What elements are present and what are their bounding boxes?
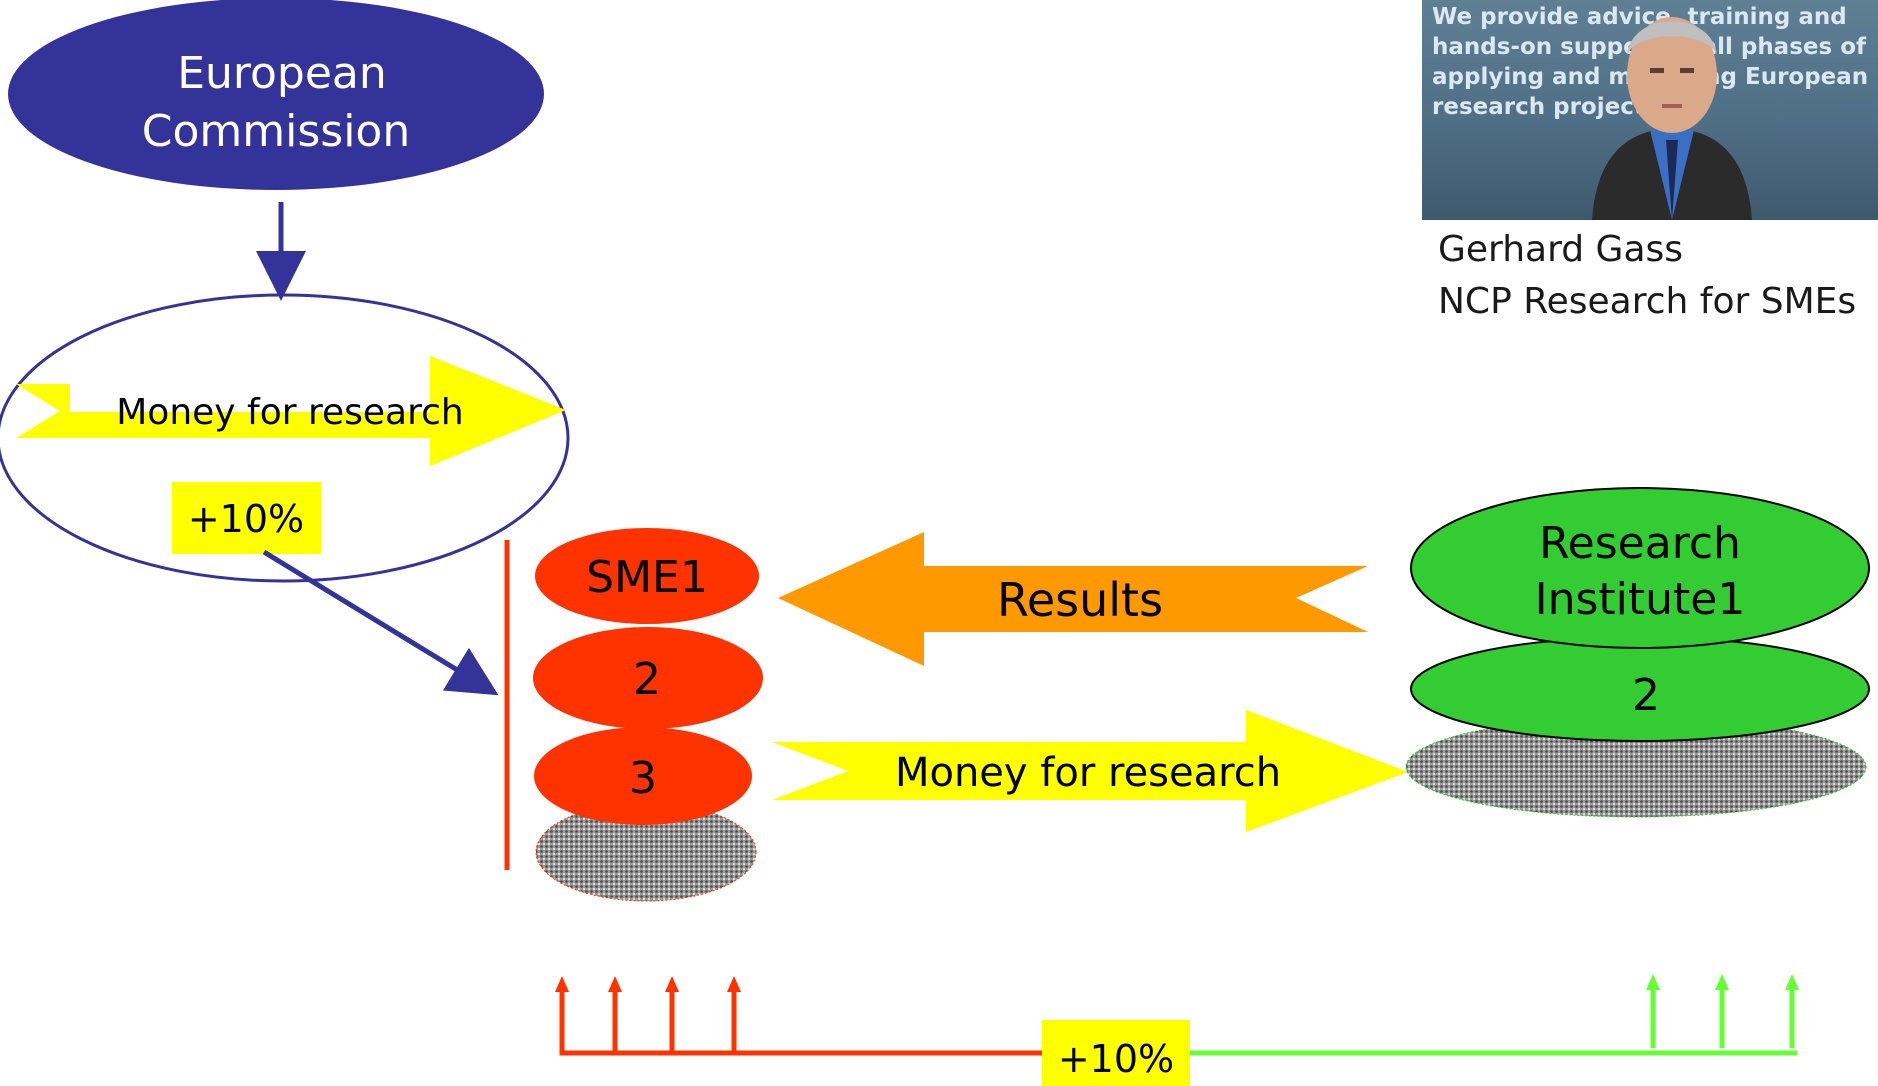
research-budget-ellipse (0, 293, 570, 583)
european-commission-node (8, 0, 544, 190)
institute-up-arrowhead-2 (1715, 974, 1729, 990)
institute-up-arrowhead-1 (1646, 974, 1660, 990)
bonus-box-top (172, 482, 321, 554)
results-arrow (778, 532, 1368, 666)
money-for-research-label-bottom: Money for research (895, 750, 1281, 796)
institute-1-label-line1: Research (1539, 518, 1741, 569)
sme-bonus-bracket (559, 992, 1044, 1056)
results-label: Results (997, 573, 1163, 627)
speaker-portrait-icon (1592, 17, 1752, 220)
sme-2-label: 2 (633, 654, 661, 705)
money-for-research-arrow-top (16, 356, 566, 466)
bonus-to-smes-arrow (262, 549, 499, 696)
sme-3-label: 3 (629, 753, 657, 804)
sme-up-arrowhead-3 (665, 976, 679, 992)
institute-2-label: 2 (1632, 670, 1660, 721)
institute-up-arrowhead-3 (1785, 974, 1799, 990)
money-for-research-label-top: Money for research (116, 392, 463, 433)
sme-1-node (535, 528, 759, 624)
commission-label-line1: European (177, 48, 387, 99)
bonus-label-top: +10% (188, 497, 304, 541)
speaker-role: NCP Research for SMEs (1438, 281, 1857, 322)
sme-3-node (534, 727, 752, 825)
speaker-photo: We provide advice, training and hands-on… (1422, 0, 1878, 220)
speaker-name: Gerhard Gass (1438, 229, 1684, 270)
institute-1-label-line2: Institute1 (1535, 574, 1746, 625)
money-for-research-arrow-bottom (772, 710, 1408, 832)
bonus-label-bottom: +10% (1058, 1037, 1174, 1081)
sme-up-arrowhead-1 (555, 976, 569, 992)
bonus-box-bottom (1042, 1020, 1190, 1086)
sme-up-arrowhead-2 (608, 976, 622, 992)
sme-up-arrowhead-4 (727, 976, 741, 992)
sme-2-node (533, 627, 763, 729)
sme-1-label: SME1 (586, 552, 708, 603)
commission-label-line2: Commission (142, 106, 410, 157)
institute-1-node (1410, 487, 1870, 649)
